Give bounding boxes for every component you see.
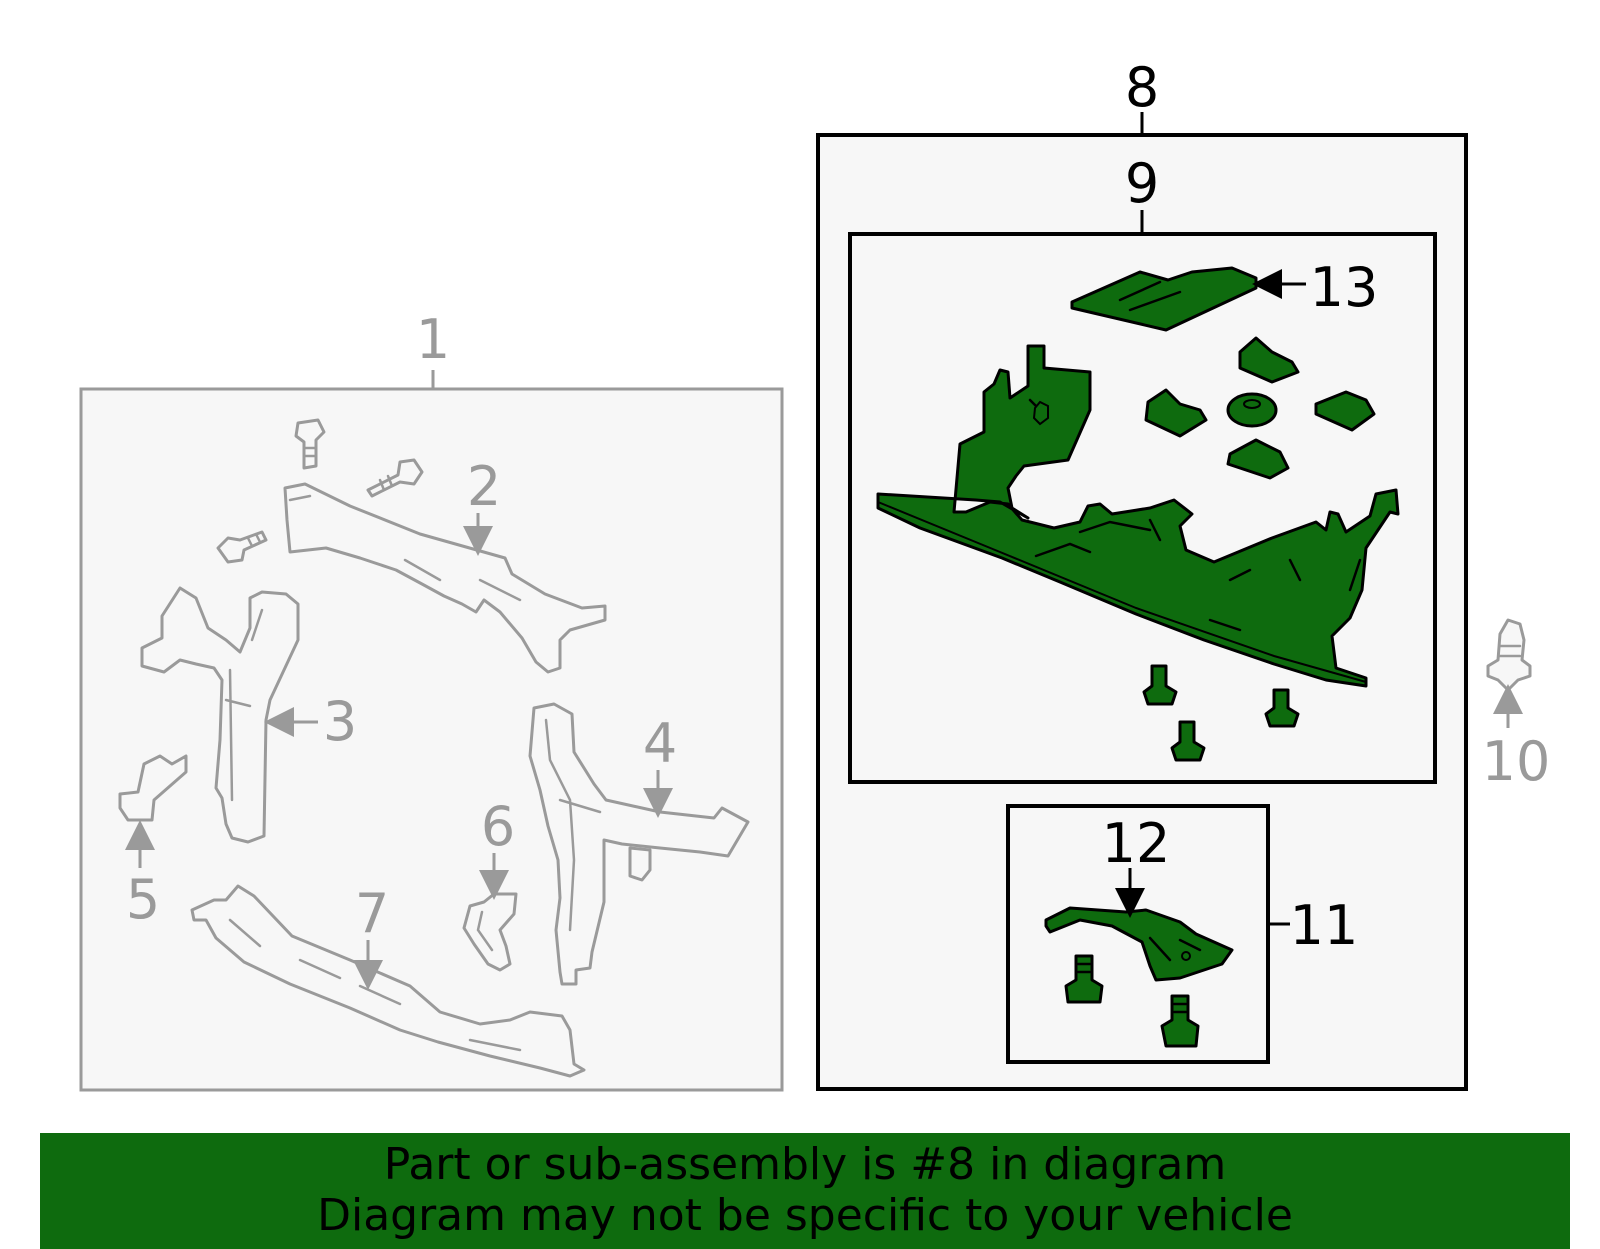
- callout-12[interactable]: 12: [1102, 812, 1171, 875]
- part-10-push-clip[interactable]: [1486, 618, 1532, 692]
- part-13-cover[interactable]: [1070, 266, 1258, 332]
- callout-11[interactable]: 11: [1290, 894, 1359, 957]
- screw-3[interactable]: [1170, 720, 1206, 762]
- callout-2[interactable]: 2: [467, 455, 501, 518]
- callout-4[interactable]: 4: [643, 712, 677, 775]
- bolt-11-b[interactable]: [1160, 994, 1200, 1048]
- part-9-deflector-panel[interactable]: [876, 344, 1400, 688]
- disclaimer-banner: Part or sub-assembly is #8 in diagram Di…: [40, 1133, 1570, 1249]
- callout-9[interactable]: 9: [1125, 152, 1159, 215]
- callout-8[interactable]: 8: [1125, 56, 1159, 119]
- callout-6[interactable]: 6: [481, 795, 515, 858]
- assembly-8-group: 8 9 13: [816, 56, 1468, 1091]
- banner-line-1: Part or sub-assembly is #8 in diagram: [383, 1139, 1227, 1190]
- bolt-11-a[interactable]: [1064, 954, 1104, 1004]
- clip-4[interactable]: [1226, 438, 1290, 480]
- banner-line-2: Diagram may not be specific to your vehi…: [317, 1190, 1293, 1241]
- clip-3[interactable]: [1314, 390, 1376, 432]
- callout-1[interactable]: 1: [416, 308, 450, 371]
- callout-3[interactable]: 3: [323, 690, 357, 753]
- part-2-upper-tie-bar[interactable]: [283, 482, 607, 674]
- bolt-middle[interactable]: [366, 458, 424, 498]
- clip-2[interactable]: [1144, 388, 1208, 438]
- assembly-1-box: [79, 387, 784, 1092]
- part-6-bracket[interactable]: [462, 892, 518, 972]
- screw-1[interactable]: [1142, 664, 1178, 706]
- screw-2[interactable]: [1264, 688, 1300, 728]
- callout-7[interactable]: 7: [355, 882, 389, 945]
- callout-13[interactable]: 13: [1310, 256, 1379, 319]
- callout-5[interactable]: 5: [126, 868, 160, 931]
- bolt-left[interactable]: [216, 530, 268, 564]
- assembly-1-group: 1 2 3 5: [79, 308, 784, 1092]
- callout-10[interactable]: 10: [1482, 730, 1551, 793]
- part-5-bracket[interactable]: [118, 754, 188, 822]
- bolt-top[interactable]: [294, 418, 326, 470]
- clip-1[interactable]: [1238, 336, 1300, 384]
- part-3-left-side-support[interactable]: [140, 586, 300, 844]
- grommet[interactable]: [1226, 392, 1278, 428]
- part-7-lower-tie-bar[interactable]: [190, 884, 586, 1078]
- part-4-right-side-support[interactable]: [528, 702, 750, 986]
